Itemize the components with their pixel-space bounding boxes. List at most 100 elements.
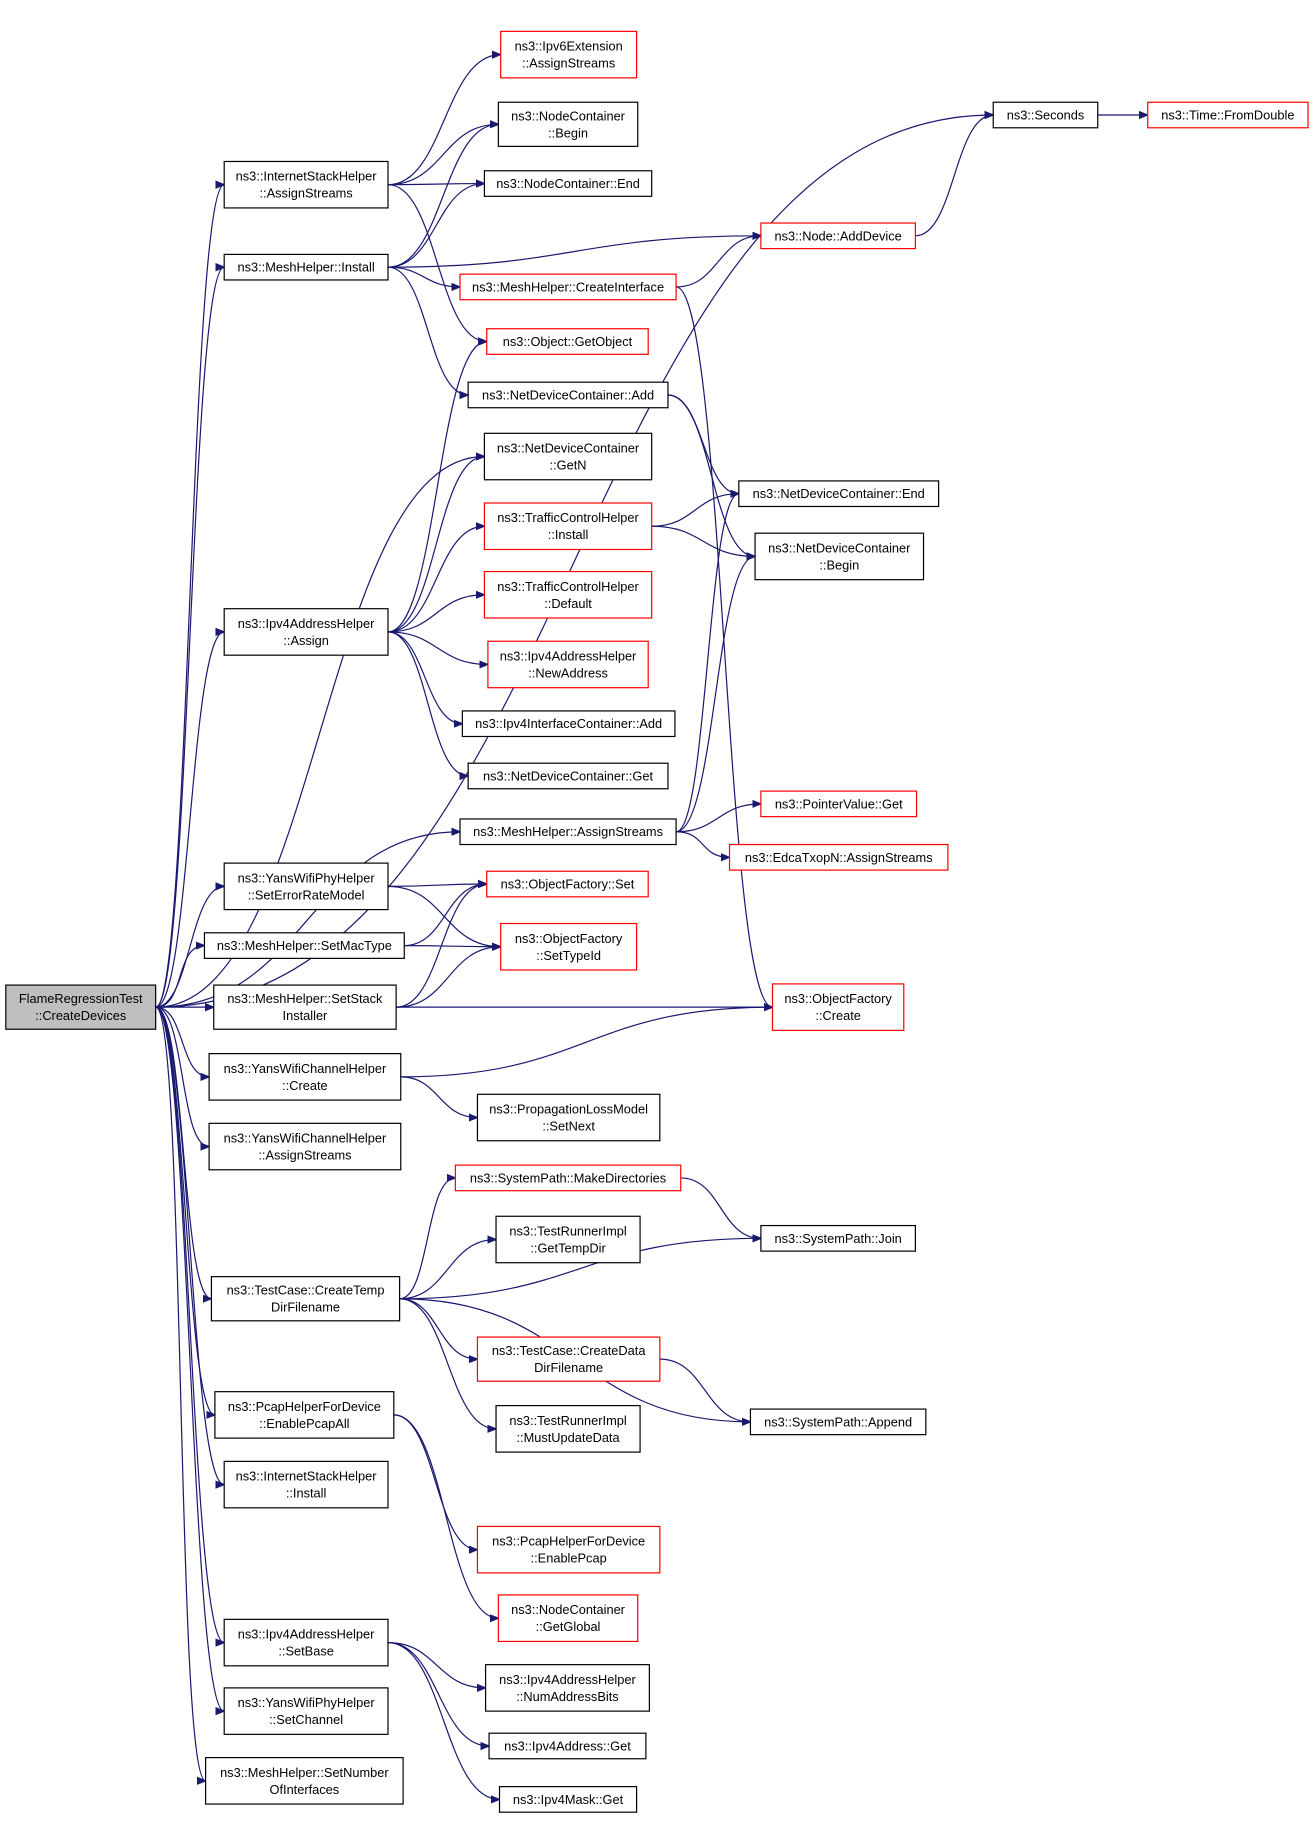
node-ipv4ah-assign[interactable]: ns3::Ipv4AddressHelper::Assign	[223, 608, 389, 656]
edge-mesh_install-to-mesh_createif	[387, 266, 460, 287]
node-label-line: ns3::Ipv4Mask::Get	[513, 1792, 624, 1807]
node-box	[213, 984, 397, 1030]
edge-tch_install-to-ndc_end	[651, 494, 739, 527]
edge-ipv4ah_setbase-to-ipv4mask_get	[387, 1641, 500, 1800]
node-pv-get[interactable]: ns3::PointerValue::Get	[760, 790, 918, 818]
node-box	[749, 1408, 927, 1436]
node-label-line: ::AssignStreams	[260, 186, 353, 201]
node-ipv4mask-get[interactable]: ns3::Ipv4Mask::Get	[498, 1786, 638, 1813]
node-box	[5, 984, 157, 1030]
node-yans-setchannel[interactable]: ns3::YansWifiPhyHelper::SetChannel	[223, 1687, 389, 1735]
node-label-line: ns3::Ipv4AddressHelper	[238, 616, 375, 631]
node-ipv6ext-assign[interactable]: ns3::Ipv6Extension::AssignStreams	[500, 30, 638, 79]
node-label-line: ::EnablePcapAll	[259, 1416, 349, 1431]
node-label-line: ::Install	[548, 527, 589, 542]
node-ipv4addr-get[interactable]: ns3::Ipv4Address::Get	[488, 1732, 647, 1760]
node-ish-install[interactable]: ns3::InternetStackHelper::Install	[223, 1460, 389, 1509]
node-sp-mkdirs[interactable]: ns3::SystemPath::MakeDirectories	[454, 1164, 682, 1192]
node-plm-setnext[interactable]: ns3::PropagationLossModel::SetNext	[476, 1093, 661, 1142]
edge-root-to-yans_setchannel	[155, 1006, 225, 1711]
node-label-line: Installer	[283, 1008, 329, 1023]
node-of-set[interactable]: ns3::ObjectFactory::Set	[486, 870, 649, 898]
node-root[interactable]: FlameRegressionTest::CreateDevices	[5, 984, 157, 1030]
node-pcap-enableall[interactable]: ns3::PcapHelperForDevice::EnablePcapAll	[214, 1391, 395, 1439]
node-box	[486, 870, 649, 898]
node-tri-gettemp[interactable]: ns3::TestRunnerImpl::GetTempDir	[495, 1215, 641, 1264]
node-box	[487, 640, 649, 689]
node-mesh-createif[interactable]: ns3::MeshHelper::CreateInterface	[459, 273, 677, 301]
node-time-fromdouble[interactable]: ns3::Time::FromDouble	[1147, 101, 1309, 129]
node-mesh-assignstreams[interactable]: ns3::MeshHelper::AssignStreams	[459, 818, 677, 846]
node-seconds[interactable]: ns3::Seconds	[992, 101, 1099, 129]
node-ndc-begin[interactable]: ns3::NetDeviceContainer::Begin	[754, 532, 925, 581]
edge-mesh_createif-to-of_create	[675, 286, 772, 1007]
edge-ipv4ah_assign-to-ipv4ic_add	[387, 631, 462, 724]
edge-ipv4ah_assign-to-tch_install	[387, 526, 484, 633]
node-ish-assign[interactable]: ns3::InternetStackHelper::AssignStreams	[223, 160, 389, 209]
edge-mesh_setstack-to-of_set	[396, 884, 487, 1008]
node-label-line: ns3::TestCase::CreateTemp	[227, 1283, 385, 1298]
node-label-line: FlameRegressionTest	[19, 991, 143, 1006]
node-box	[459, 818, 677, 846]
edge-tc_createtemp-to-sp_join	[399, 1238, 761, 1300]
node-pcap-enable[interactable]: ns3::PcapHelperForDevice::EnablePcap	[476, 1525, 661, 1574]
node-mesh-setmac[interactable]: ns3::MeshHelper::SetMacType	[203, 932, 405, 959]
node-sp-join[interactable]: ns3::SystemPath::Join	[760, 1224, 916, 1252]
node-label-line: ns3::Time::FromDouble	[1161, 108, 1294, 123]
node-nc-begin[interactable]: ns3::NodeContainer::Begin	[497, 101, 639, 147]
edge-tc_createtemp-to-tri_gettemp	[399, 1239, 496, 1300]
edge-root-to-ipv4ah_assign	[155, 632, 225, 1008]
node-of-create[interactable]: ns3::ObjectFactory::Create	[771, 983, 905, 1031]
node-label-line: ::AssignStreams	[258, 1148, 351, 1163]
node-nc-getglobal[interactable]: ns3::NodeContainer::GetGlobal	[497, 1594, 639, 1643]
node-label-line: ns3::Ipv4AddressHelper	[238, 1627, 375, 1642]
edge-root-to-mesh_setmac	[155, 946, 205, 1008]
node-label-line: ns3::Object::GetObject	[503, 334, 633, 349]
node-nc-end[interactable]: ns3::NodeContainer::End	[483, 170, 653, 197]
node-tch-default[interactable]: ns3::TrafficControlHelper::Default	[483, 570, 653, 619]
node-tch-install[interactable]: ns3::TrafficControlHelper::Install	[483, 502, 653, 551]
node-tri-mustupdate[interactable]: ns3::TestRunnerImpl::MustUpdateData	[495, 1405, 641, 1453]
node-ipv4ic-add[interactable]: ns3::Ipv4InterfaceContainer::Add	[461, 710, 676, 738]
node-ndc-add[interactable]: ns3::NetDeviceContainer::Add	[467, 381, 669, 409]
node-label-line: ns3::NetDeviceContainer::Add	[482, 387, 654, 402]
node-box	[223, 253, 389, 281]
edge-tc_createdata-to-sp_append	[659, 1358, 751, 1422]
node-sp-append[interactable]: ns3::SystemPath::Append	[749, 1408, 927, 1436]
node-mesh-install[interactable]: ns3::MeshHelper::Install	[223, 253, 389, 281]
edge-mesh_install-to-node_adddevice	[387, 236, 761, 268]
edge-root-to-mesh_install	[155, 267, 225, 1008]
node-label-line: ns3::MeshHelper::SetStack	[227, 991, 383, 1006]
edge-root-to-mesh_setnumif	[155, 1006, 206, 1781]
edge-root-to-ish_install	[155, 1006, 225, 1484]
node-of-settypeid[interactable]: ns3::ObjectFactory::SetTypeId	[500, 922, 638, 971]
node-label-line: ns3::NetDeviceContainer::End	[753, 486, 925, 501]
node-label-line: ns3::PropagationLossModel	[489, 1102, 648, 1117]
node-ywch-create[interactable]: ns3::YansWifiChannelHelper::Create	[208, 1053, 402, 1101]
node-box	[476, 1093, 661, 1142]
node-ipv4ah-numaddrbits[interactable]: ns3::Ipv4AddressHelper::NumAddressBits	[484, 1664, 650, 1712]
node-label-line: ns3::MeshHelper::CreateInterface	[472, 279, 664, 294]
node-node-adddevice[interactable]: ns3::Node::AddDevice	[760, 222, 916, 250]
node-label-line: ns3::SystemPath::Append	[764, 1414, 912, 1429]
node-label-line: ns3::NodeContainer	[511, 108, 626, 123]
node-ndc-end[interactable]: ns3::NetDeviceContainer::End	[738, 480, 940, 508]
node-yans-seterr[interactable]: ns3::YansWifiPhyHelper::SetErrorRateMode…	[223, 862, 389, 911]
node-label-line: ns3::ObjectFactory	[515, 931, 623, 946]
node-ndc-get[interactable]: ns3::NetDeviceContainer::Get	[467, 762, 669, 790]
node-box	[484, 1664, 650, 1712]
node-ndc-getn[interactable]: ns3::NetDeviceContainer::GetN	[483, 432, 653, 481]
node-ipv4ah-setbase[interactable]: ns3::Ipv4AddressHelper::SetBase	[223, 1618, 389, 1667]
node-edca-assign[interactable]: ns3::EdcaTxopN::AssignStreams	[728, 843, 949, 871]
node-label-line: ::Begin	[819, 557, 859, 572]
node-box	[771, 983, 905, 1031]
node-ywch-assign[interactable]: ns3::YansWifiChannelHelper::AssignStream…	[208, 1122, 402, 1171]
edge-ywch_create-to-of_create	[400, 1007, 773, 1078]
edge-sp_mkdirs-to-sp_join	[680, 1177, 761, 1238]
node-ipv4ah-newaddr[interactable]: ns3::Ipv4AddressHelper::NewAddress	[487, 640, 649, 689]
node-obj-getobject[interactable]: ns3::Object::GetObject	[486, 328, 649, 355]
